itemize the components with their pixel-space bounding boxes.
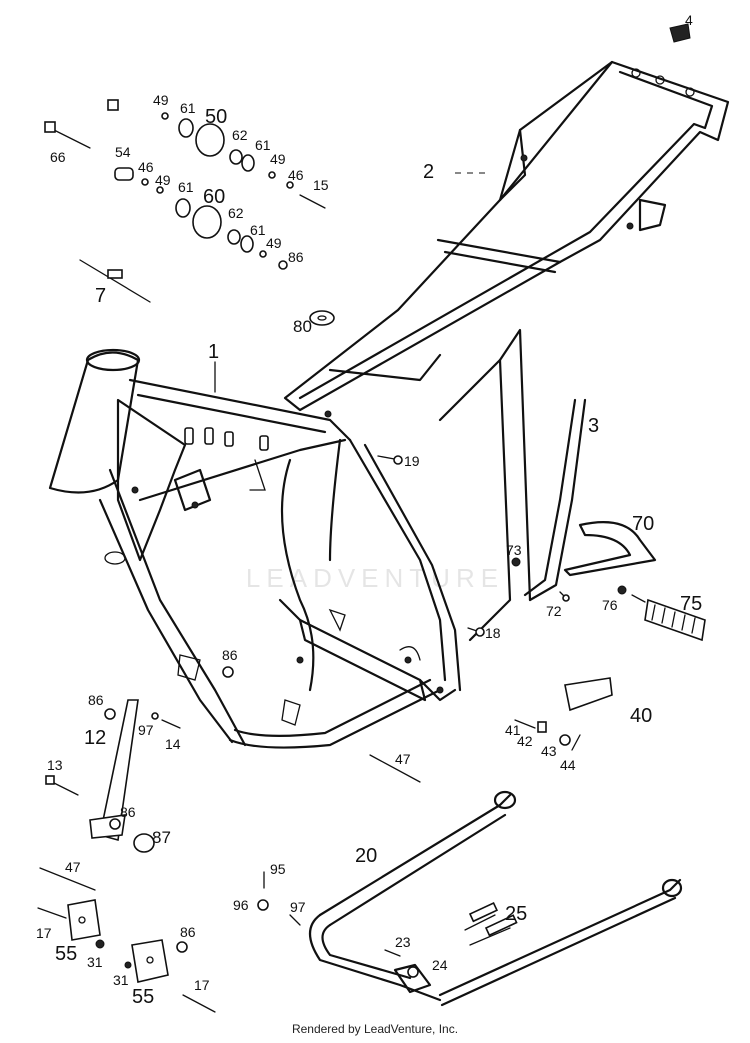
callout: 47	[65, 859, 81, 875]
callout: 31	[113, 972, 129, 988]
callout: 86	[222, 647, 238, 663]
callout: 61	[250, 222, 266, 238]
callout: 96	[233, 897, 249, 913]
callout: 24	[432, 957, 448, 973]
callout: 46	[288, 167, 304, 183]
callout: 70	[632, 513, 654, 535]
callout: 61	[178, 179, 194, 195]
rear-subframe[interactable]	[283, 60, 730, 412]
callout: 97	[138, 722, 154, 738]
callout: 50	[205, 106, 227, 128]
callout: 13	[47, 757, 63, 773]
callout: 49	[270, 151, 286, 167]
callout: 76	[602, 597, 618, 613]
callout-labels: 4 2 49 61 50 62 61 66 54 46 49 61 49 46 …	[36, 12, 702, 1008]
callout: 61	[180, 100, 196, 116]
main-frame[interactable]	[48, 328, 532, 749]
callout: 73	[506, 542, 522, 558]
callout: 2	[423, 161, 434, 183]
callout: 3	[588, 415, 599, 437]
callout: 95	[270, 861, 286, 877]
footrest[interactable]	[564, 677, 613, 712]
callout: 15	[313, 177, 329, 193]
callout: 61	[255, 137, 271, 153]
callout: 55	[132, 986, 154, 1008]
callout: 17	[194, 977, 210, 993]
callout: 19	[404, 453, 420, 469]
callout: 25	[505, 903, 527, 925]
callout: 54	[115, 144, 131, 160]
callout: 47	[395, 751, 411, 767]
callout: 72	[546, 603, 562, 619]
callout: 40	[630, 705, 652, 727]
bracket[interactable]	[563, 521, 657, 577]
callout: 62	[232, 127, 248, 143]
callout: 1	[208, 341, 219, 363]
footer-credit: Rendered by LeadVenture, Inc.	[291, 1022, 459, 1036]
callout: 20	[355, 845, 377, 867]
callout: 7	[95, 285, 106, 307]
callout: 44	[560, 757, 576, 773]
callout: 23	[395, 934, 411, 950]
callout: 62	[228, 205, 244, 221]
callout: 87	[152, 828, 171, 847]
callout: 18	[485, 625, 501, 641]
callout: 43	[541, 743, 557, 759]
callout: 17	[36, 925, 52, 941]
callout: 49	[155, 172, 171, 188]
callout: 86	[120, 804, 136, 820]
callout: 55	[55, 943, 77, 965]
springs[interactable]	[464, 901, 518, 946]
footpeg[interactable]	[617, 585, 706, 642]
callout: 41	[505, 722, 521, 738]
hardware	[37, 23, 691, 1013]
callout: 80	[293, 317, 312, 336]
callout: 12	[84, 727, 106, 749]
callout: 97	[290, 899, 306, 915]
callout: 66	[50, 149, 66, 165]
callout: 49	[266, 235, 282, 251]
callout: 86	[88, 692, 104, 708]
callout: 4	[685, 12, 693, 28]
watermark: LEADVENTURE	[245, 563, 505, 593]
callout: 60	[203, 186, 225, 208]
callout: 31	[87, 954, 103, 970]
callout: 86	[288, 249, 304, 265]
callout: 42	[517, 733, 533, 749]
main-stand[interactable]	[308, 790, 683, 1007]
callout: 49	[153, 92, 169, 108]
callout: 75	[680, 593, 702, 615]
callout: 46	[138, 159, 154, 175]
side-stand[interactable]	[89, 699, 139, 842]
callout: 86	[180, 924, 196, 940]
rear-loop[interactable]	[523, 398, 587, 602]
callout: 14	[165, 736, 181, 752]
